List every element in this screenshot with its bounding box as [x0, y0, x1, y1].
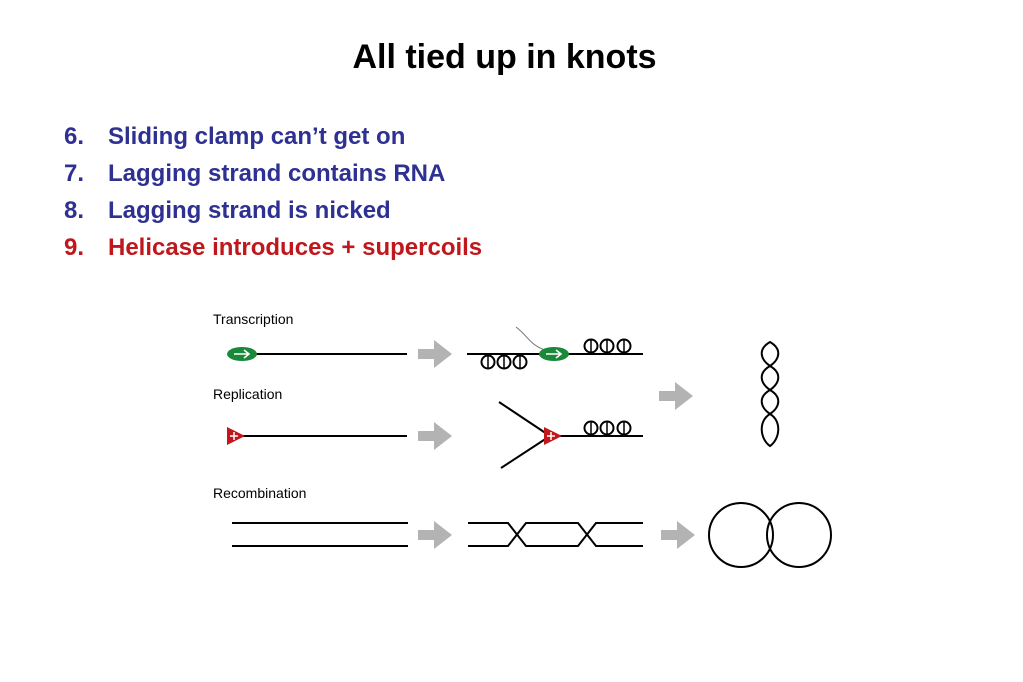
list-item: 8. Lagging strand is nicked — [64, 197, 482, 234]
item-number: 9. — [64, 234, 85, 261]
replication-label: Replication — [213, 386, 282, 402]
arrow-icon — [661, 521, 695, 549]
item-number: 7. — [64, 160, 85, 187]
holliday-junction — [468, 522, 643, 547]
list-item: 9. Helicase introduces + supercoils — [64, 234, 482, 271]
arrow-icon — [418, 521, 452, 549]
item-number: 8. — [64, 197, 85, 224]
replication-start — [227, 427, 407, 445]
transcription-start — [227, 347, 407, 361]
arrow-icon — [418, 422, 452, 450]
list-item: 7. Lagging strand contains RNA — [64, 160, 482, 197]
recombination-start — [232, 522, 408, 547]
item-text: Lagging strand is nicked — [108, 197, 391, 224]
transcription-label: Transcription — [213, 311, 293, 327]
slide-title: All tied up in knots — [352, 38, 657, 76]
recombination-label: Recombination — [213, 485, 306, 501]
catenane-icon — [708, 502, 832, 568]
supercoil-icon — [760, 340, 780, 448]
arrow-icon — [659, 382, 693, 410]
item-text: Sliding clamp can’t get on — [108, 123, 406, 150]
item-text: Lagging strand contains RNA — [108, 160, 446, 187]
arrow-icon — [418, 340, 452, 368]
item-number: 6. — [64, 123, 85, 150]
point-list: 6. Sliding clamp can’t get on 7. Lagging… — [64, 123, 482, 271]
list-item: 6. Sliding clamp can’t get on — [64, 123, 482, 160]
item-text: Helicase introduces + supercoils — [108, 234, 483, 261]
replication-fork — [498, 401, 643, 469]
transcription-result — [467, 326, 643, 370]
